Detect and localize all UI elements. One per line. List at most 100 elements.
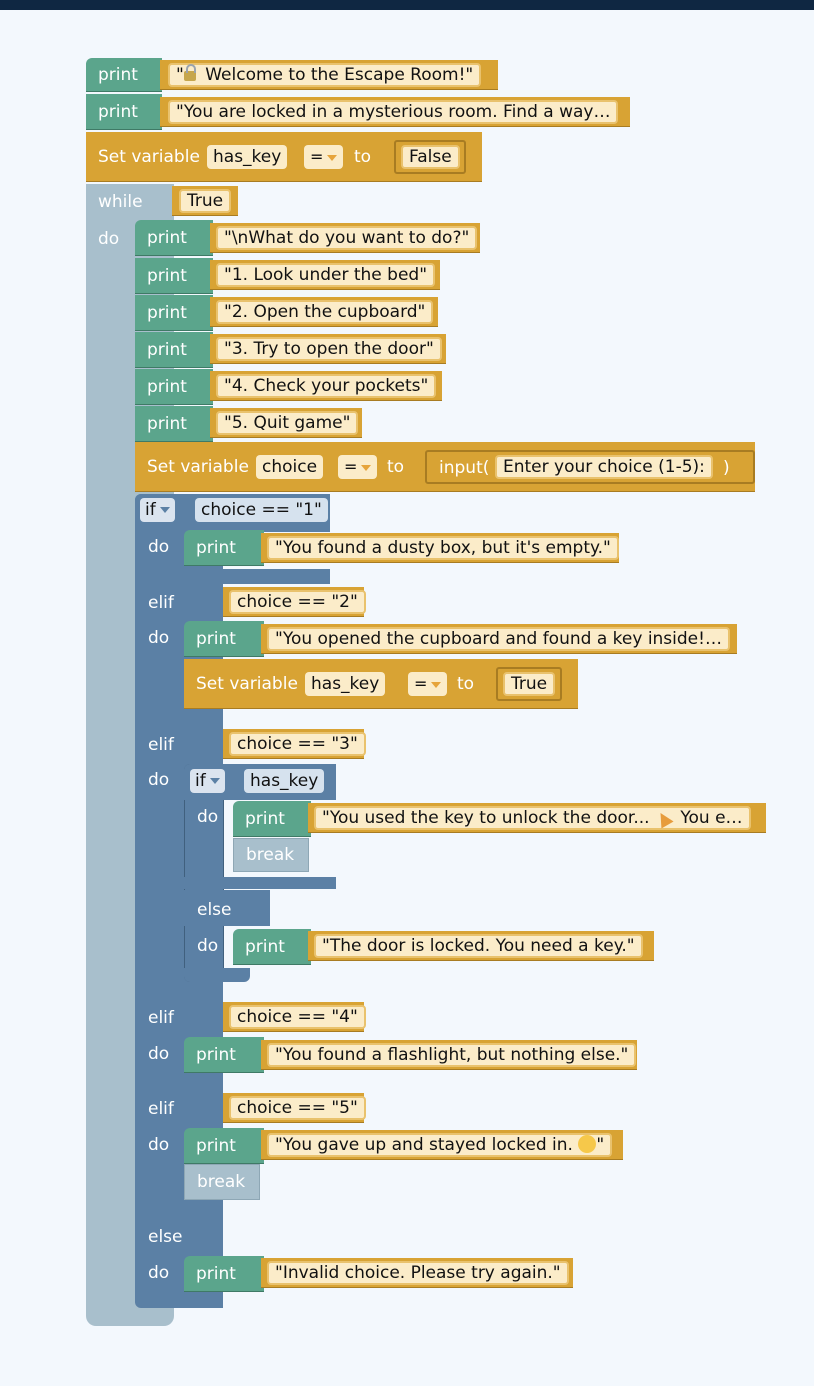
print-block-menu-5[interactable]: print xyxy=(135,406,213,442)
print-keyword: print xyxy=(147,340,187,360)
print-block-welcome[interactable]: print xyxy=(86,58,162,92)
string-field-menu-2[interactable]: "2. Open the cupboard" xyxy=(216,300,434,324)
string-block-branch5[interactable]: "You gave up and stayed locked in. " xyxy=(261,1130,623,1160)
string-field-menu-0[interactable]: "\nWhat do you want to do?" xyxy=(216,226,478,250)
true-field[interactable]: True xyxy=(179,189,232,213)
string-field-menu-1[interactable]: "1. Look under the bed" xyxy=(216,263,436,287)
condition-has-key[interactable]: has_key xyxy=(244,769,325,793)
print-block-menu-4[interactable]: print xyxy=(135,369,213,405)
string-field-else[interactable]: "Invalid choice. Please try again." xyxy=(267,1261,569,1285)
value-block-false[interactable]: False xyxy=(394,140,466,174)
variable-name-has-key[interactable]: has_key xyxy=(305,672,386,696)
string-field-menu-4[interactable]: "4. Check your pockets" xyxy=(216,374,437,398)
print-keyword: print xyxy=(98,65,138,85)
top-bar xyxy=(0,0,814,10)
string-block-locked[interactable]: "You are locked in a mysterious room. Fi… xyxy=(160,97,630,127)
print-block-branch3-yes[interactable]: print xyxy=(233,801,311,837)
chevron-down-icon xyxy=(159,507,170,513)
string-field-branch4[interactable]: "You found a flashlight, but nothing els… xyxy=(267,1043,637,1067)
print-keyword: print xyxy=(196,629,236,649)
do-keyword: do xyxy=(98,229,120,249)
print-block-menu-0[interactable]: print xyxy=(135,220,213,256)
string-block-branch4[interactable]: "You found a flashlight, but nothing els… xyxy=(261,1040,637,1070)
string-field-menu-3[interactable]: "3. Try to open the door" xyxy=(216,337,442,361)
operator-dropdown[interactable]: = xyxy=(338,455,378,479)
break-keyword: break xyxy=(197,1172,246,1192)
string-block-branch3-no[interactable]: "The door is locked. You need a key." xyxy=(308,931,654,961)
nested-if-footer xyxy=(184,877,336,889)
string-field-branch3-no[interactable]: "The door is locked. You need a key." xyxy=(314,934,643,958)
print-block-menu-2[interactable]: print xyxy=(135,295,213,331)
to-keyword: to xyxy=(457,674,475,694)
string-block-branch1[interactable]: "You found a dusty box, but it's empty." xyxy=(261,533,619,563)
operator-dropdown[interactable]: = xyxy=(408,672,448,696)
break-block-branch5[interactable]: break xyxy=(184,1164,260,1200)
string-block-menu-2[interactable]: "2. Open the cupboard" xyxy=(210,297,438,327)
condition-choice-5[interactable]: choice == "5" xyxy=(229,1096,366,1120)
string-field-welcome[interactable]: " Welcome to the Escape Room!" xyxy=(168,63,482,87)
nested-else-header xyxy=(184,890,270,926)
condition-block-choice-4[interactable]: choice == "4" xyxy=(223,1002,366,1032)
input-block[interactable]: input( Enter your choice (1-5): ) xyxy=(425,450,755,484)
string-field-branch5[interactable]: "You gave up and stayed locked in. " xyxy=(267,1133,613,1157)
string-block-menu-5[interactable]: "5. Quit game" xyxy=(210,408,362,438)
party-popper-icon xyxy=(655,808,675,826)
elif-keyword: elif xyxy=(148,593,174,613)
string-block-menu-3[interactable]: "3. Try to open the door" xyxy=(210,334,446,364)
print-block-menu-1[interactable]: print xyxy=(135,258,213,294)
string-field-branch1[interactable]: "You found a dusty box, but it's empty." xyxy=(267,536,619,560)
do-keyword: do xyxy=(148,770,170,790)
elif-keyword: elif xyxy=(148,735,174,755)
condition-choice-2[interactable]: choice == "2" xyxy=(229,590,366,614)
string-block-welcome[interactable]: " Welcome to the Escape Room!" xyxy=(160,60,498,90)
print-block-locked[interactable]: print xyxy=(86,94,162,130)
break-block-branch3[interactable]: break xyxy=(233,838,309,872)
value-field-false[interactable]: False xyxy=(401,145,460,169)
chevron-down-icon xyxy=(327,154,338,161)
print-block-branch4[interactable]: print xyxy=(184,1037,264,1073)
value-block-true[interactable]: True xyxy=(496,667,562,701)
true-block[interactable]: True xyxy=(172,186,238,216)
set-variable-keyword: Set variable xyxy=(147,457,249,477)
condition-block-choice-3[interactable]: choice == "3" xyxy=(223,729,366,759)
nested-if-dropdown[interactable]: if xyxy=(190,769,225,793)
print-keyword: print xyxy=(98,102,138,122)
do-keyword: do xyxy=(148,1135,170,1155)
string-block-branch3-yes[interactable]: "You used the key to unlock the door... … xyxy=(308,803,766,833)
input-prompt-field[interactable]: Enter your choice (1-5): xyxy=(495,455,713,479)
variable-name-has-key[interactable]: has_key xyxy=(207,145,288,169)
value-field-true[interactable]: True xyxy=(503,672,556,696)
print-block-else[interactable]: print xyxy=(184,1256,264,1292)
set-variable-has-key-block[interactable]: Set variable has_key = to False xyxy=(86,132,482,182)
condition-block-choice-2[interactable]: choice == "2" xyxy=(223,587,366,617)
print-block-branch2[interactable]: print xyxy=(184,621,264,657)
set-variable-choice-block[interactable]: Set variable choice = to input( Enter yo… xyxy=(135,442,755,492)
string-block-menu-4[interactable]: "4. Check your pockets" xyxy=(210,371,442,401)
string-block-menu-1[interactable]: "1. Look under the bed" xyxy=(210,260,440,290)
while-keyword: while xyxy=(98,192,143,212)
print-keyword: print xyxy=(196,538,236,558)
operator-dropdown[interactable]: = xyxy=(304,145,344,169)
print-block-branch1[interactable]: print xyxy=(184,530,264,566)
string-block-branch2[interactable]: "You opened the cupboard and found a key… xyxy=(261,624,737,654)
if-dropdown[interactable]: if xyxy=(140,498,175,522)
print-block-menu-3[interactable]: print xyxy=(135,332,213,368)
string-field-branch2[interactable]: "You opened the cupboard and found a key… xyxy=(267,627,730,651)
condition-block-choice-5[interactable]: choice == "5" xyxy=(223,1093,366,1123)
print-keyword: print xyxy=(245,809,285,829)
string-field-menu-5[interactable]: "5. Quit game" xyxy=(216,411,359,435)
condition-choice-4[interactable]: choice == "4" xyxy=(229,1005,366,1029)
condition-choice-1[interactable]: choice == "1" xyxy=(195,498,328,522)
condition-choice-3[interactable]: choice == "3" xyxy=(229,732,366,756)
string-block-else[interactable]: "Invalid choice. Please try again." xyxy=(261,1258,573,1288)
break-keyword: break xyxy=(246,845,295,865)
variable-name-choice[interactable]: choice xyxy=(256,455,324,479)
string-field-branch3-yes[interactable]: "You used the key to unlock the door... … xyxy=(314,806,751,830)
print-block-branch5[interactable]: print xyxy=(184,1128,264,1164)
print-block-branch3-no[interactable]: print xyxy=(233,929,311,965)
sad-face-icon xyxy=(578,1135,597,1153)
set-variable-has-key-true-block[interactable]: Set variable has_key = to True xyxy=(184,659,578,709)
string-field-locked[interactable]: "You are locked in a mysterious room. Fi… xyxy=(168,100,619,124)
print-keyword: print xyxy=(147,303,187,323)
string-block-menu-0[interactable]: "\nWhat do you want to do?" xyxy=(210,223,480,253)
